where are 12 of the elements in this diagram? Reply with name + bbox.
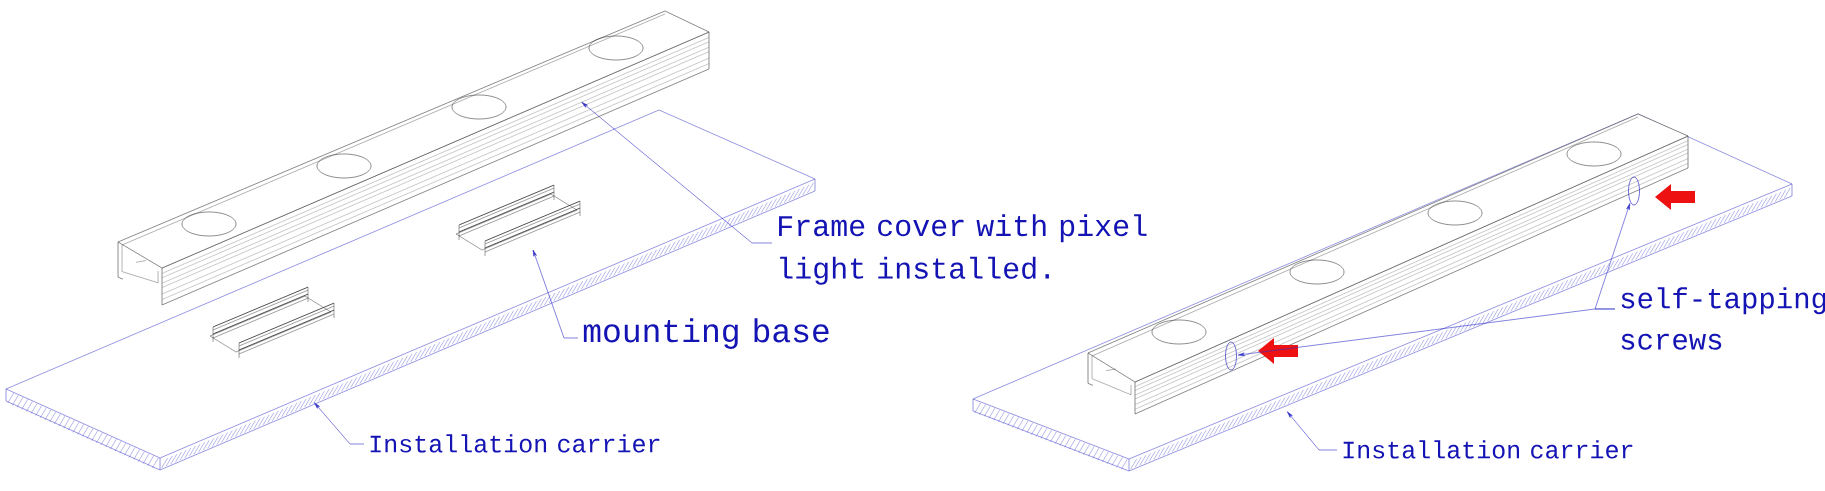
- mounting-base-drawing: [455, 184, 581, 257]
- frame-cover-drawing: [117, 10, 710, 306]
- leader-line: [1287, 411, 1338, 451]
- leader-line: [1594, 203, 1631, 310]
- callout-label: Frame cover with pixel light installed.: [779, 214, 1147, 285]
- leader-line: [532, 249, 579, 339]
- callout-label: Installation carrier: [370, 434, 660, 453]
- callout-label: mounting base: [583, 318, 829, 349]
- callout-label: self-tapping screws: [1621, 287, 1825, 350]
- leader-line: [314, 402, 365, 445]
- callout-label: Installation carrier: [1343, 440, 1633, 459]
- leader-line: [581, 102, 773, 244]
